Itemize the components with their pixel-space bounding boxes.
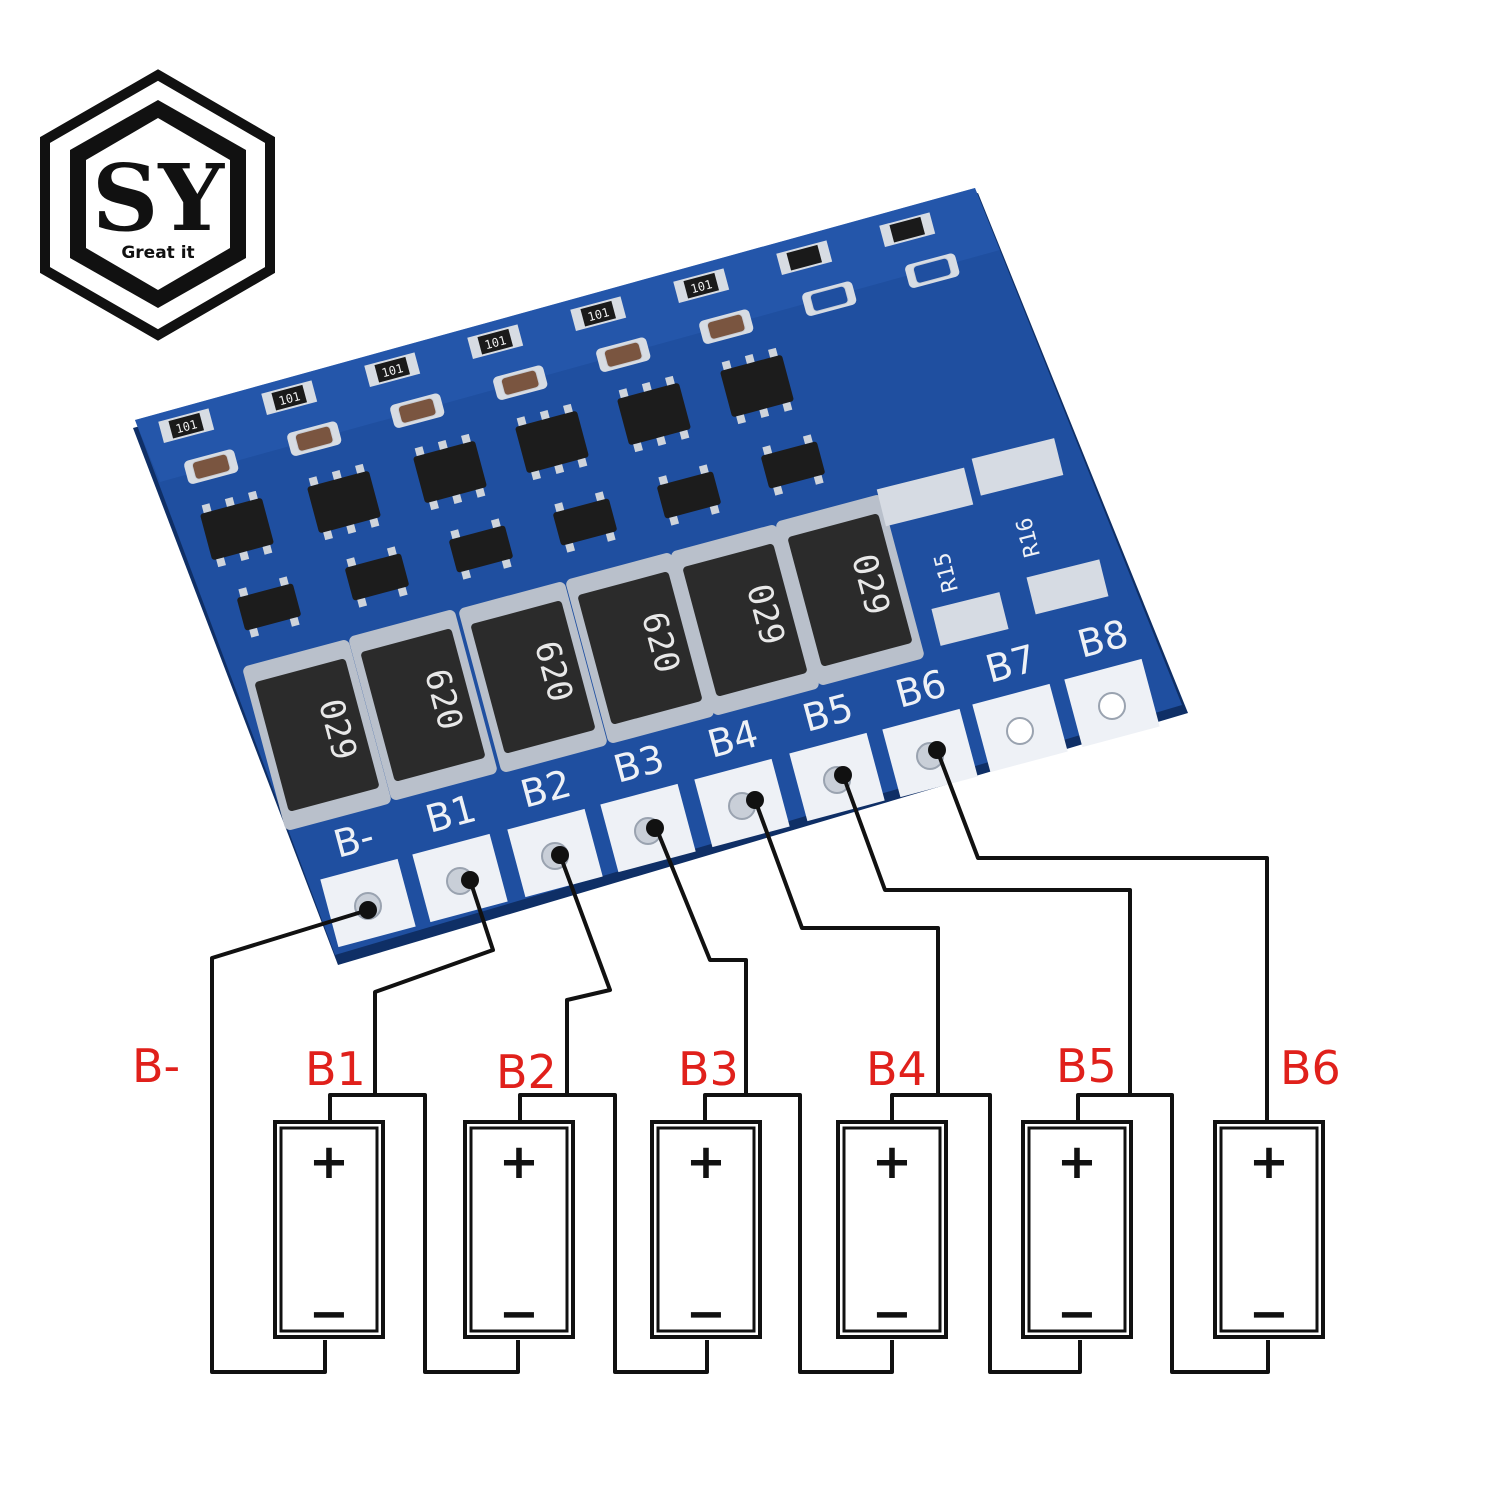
smd-capacitor (802, 281, 857, 316)
smd-resistor (879, 212, 936, 248)
smd-resistor-marking: 101 (174, 417, 199, 436)
battery-cell: +− (836, 1120, 948, 1342)
smd-capacitor (184, 449, 239, 484)
smd-capacitor (699, 309, 754, 344)
positive-terminal-sign: + (1057, 1134, 1097, 1190)
battery-cell: +− (273, 1120, 385, 1342)
negative-terminal-sign: − (309, 1286, 349, 1342)
wire-b-minus (210, 908, 369, 1374)
battery-cell: +− (463, 1120, 575, 1342)
smd-resistor: 101 (467, 324, 524, 360)
label-b2: B2 (496, 1045, 557, 1099)
negative-terminal-sign: − (1057, 1286, 1097, 1342)
positive-terminal-sign: + (872, 1134, 912, 1190)
brand-logo: SY Great it (40, 69, 275, 341)
battery-cell: +− (650, 1120, 762, 1342)
power-resistor: 029 (671, 525, 819, 715)
wire-b3 (653, 824, 748, 1095)
smd-resistor-marking: 101 (380, 361, 405, 380)
positive-terminal-sign: + (1249, 1134, 1289, 1190)
smd-resistor-marking: 101 (689, 277, 714, 296)
label-b6: B6 (1280, 1041, 1341, 1095)
smd-resistor-marking: 101 (586, 305, 611, 324)
wire-b2 (558, 854, 612, 1095)
pad-b8: B8 (1064, 611, 1160, 748)
label-b3: B3 (678, 1042, 739, 1096)
smd-capacitor (287, 421, 342, 456)
power-resistor: 620 (459, 582, 607, 772)
logo-tagline: Great it (121, 243, 194, 263)
label-b5: B5 (1056, 1039, 1117, 1093)
power-resistor: 620 (349, 610, 497, 800)
pad-b3: B3 (600, 736, 696, 873)
wire-b5 (841, 774, 1132, 1095)
wiring (210, 749, 1270, 1374)
ic-chip (413, 433, 487, 511)
negative-terminal-sign: − (872, 1286, 912, 1342)
label-b1: B1 (305, 1042, 366, 1096)
power-resistor: 029 (243, 640, 391, 830)
wire-labels: B- B1 B2 B3 B4 B5 B6 (132, 1039, 1341, 1099)
smd-resistor-marking: 101 (277, 389, 302, 408)
battery-cells: +−+−+−+−+−+− (273, 1120, 1325, 1342)
ic-chip (720, 347, 794, 425)
smd-resistor: 101 (570, 296, 627, 332)
ic-chip (200, 490, 274, 568)
smd-resistor-marking: 101 (483, 333, 508, 352)
resistor-r16: R16 (971, 438, 1109, 615)
smd-capacitor (596, 337, 651, 372)
negative-terminal-sign: − (1249, 1286, 1289, 1342)
ic-chips (200, 347, 825, 638)
ic-chip (617, 375, 691, 453)
positive-terminal-sign: + (499, 1134, 539, 1190)
label-b4: B4 (866, 1042, 927, 1096)
resistor-r15: R15 (876, 467, 1009, 646)
wire-b6 (935, 749, 1269, 1122)
ic-chip (345, 546, 409, 608)
ic-chip (515, 403, 589, 481)
ic-chip (761, 434, 825, 496)
label-b-minus: B- (132, 1039, 180, 1093)
ic-chip (657, 464, 721, 526)
positive-terminal-sign: + (309, 1134, 349, 1190)
smd-capacitor (390, 393, 445, 428)
small-components: 101 101 101 101 101 101 (158, 212, 960, 484)
positive-terminal-sign: + (686, 1134, 726, 1190)
smd-resistor: 101 (158, 408, 215, 444)
wire-b4 (753, 799, 940, 1095)
smd-resistor: 101 (364, 352, 421, 388)
battery-cell: +− (1021, 1120, 1133, 1342)
power-resistor: 620 (566, 553, 714, 743)
ic-chip (449, 518, 513, 580)
smd-capacitor (493, 365, 548, 400)
negative-terminal-sign: − (499, 1286, 539, 1342)
battery-cell: +− (1213, 1120, 1325, 1342)
smd-resistor (776, 240, 833, 276)
negative-terminal-sign: − (686, 1286, 726, 1342)
ic-chip (237, 576, 301, 638)
wire-b1 (373, 879, 495, 1095)
smd-capacitor (905, 253, 960, 288)
smd-resistor: 101 (673, 268, 730, 304)
smd-resistor: 101 (261, 380, 318, 416)
wire-terminals (359, 741, 946, 919)
ic-chip (553, 491, 617, 553)
ic-chip (307, 463, 381, 541)
power-resistor: 029 (776, 495, 924, 685)
logo-letters: SY (92, 144, 225, 252)
